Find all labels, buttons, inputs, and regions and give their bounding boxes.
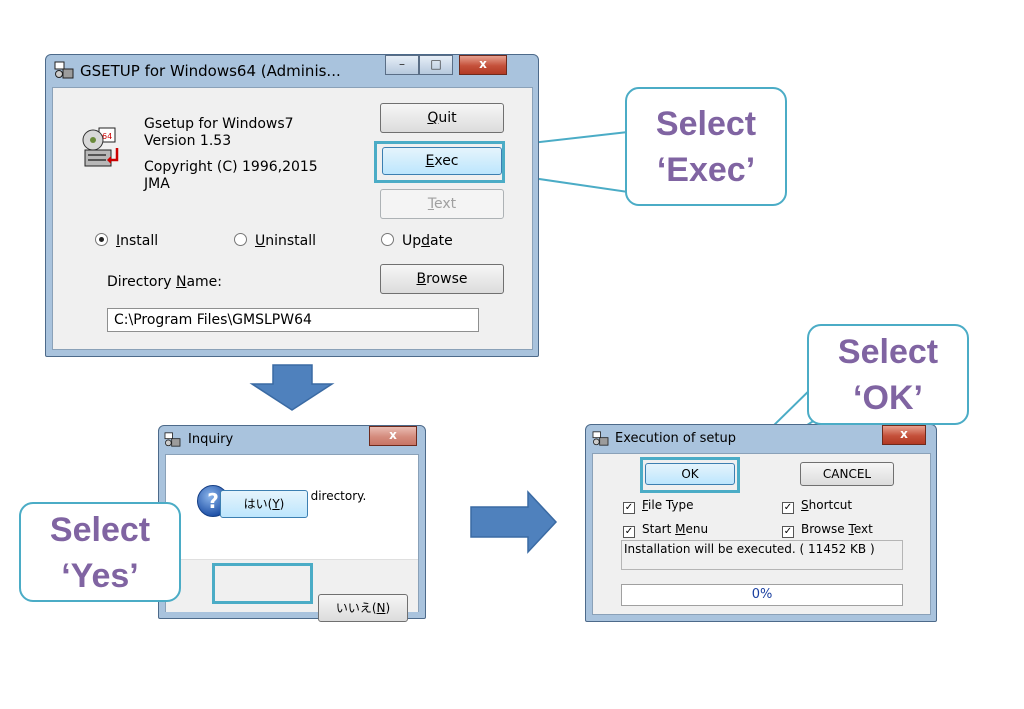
inquiry-titlebar[interactable]: Inquiry x	[159, 426, 425, 456]
text-button[interactable]: Text	[380, 189, 504, 219]
inquiry-dialog: Inquiry x ? not find the directory. make…	[158, 425, 426, 622]
setup-icon: 64	[82, 127, 119, 167]
gsetup-titlebar[interactable]: GSETUP for Windows64 (Adminis... – □ x	[46, 55, 538, 85]
radio-uninstall-indicator[interactable]	[234, 233, 247, 246]
radio-install-indicator[interactable]	[95, 233, 108, 246]
radio-uninstall[interactable]: Uninstall	[234, 233, 316, 249]
directory-label: Directory Name:	[107, 274, 223, 290]
inquiry-app-icon	[164, 432, 181, 447]
app-version: Version 1.53	[144, 133, 232, 149]
copyright-text: Copyright (C) 1996,2015	[144, 159, 318, 175]
minimize-button[interactable]: –	[385, 55, 419, 75]
app-name: Gsetup for Windows7	[144, 116, 294, 132]
yes-highlight	[212, 563, 313, 604]
cancel-button[interactable]: CANCEL	[800, 462, 894, 486]
company-text: JMA	[144, 176, 170, 192]
check-shortcut[interactable]: ✓Shortcut	[782, 498, 853, 514]
gsetup-title: GSETUP for Windows64 (Adminis...	[80, 62, 341, 80]
gsetup-app-icon	[54, 61, 74, 79]
check-file-type-box[interactable]: ✓	[623, 502, 635, 514]
check-start-menu[interactable]: ✓Start Menu	[623, 522, 709, 538]
right-arrow	[470, 490, 558, 554]
quit-button[interactable]: Quit	[380, 103, 504, 133]
exec-button[interactable]: Exec	[382, 147, 502, 175]
yes-callout: Select ‘Yes’	[19, 502, 181, 602]
inquiry-client: ? not find the directory. make it? はい(Y)…	[165, 454, 419, 622]
execution-title: Execution of setup	[615, 431, 736, 446]
browse-button[interactable]: Browse	[380, 264, 504, 294]
check-file-type[interactable]: ✓File Type	[623, 498, 694, 514]
inquiry-close-button[interactable]: x	[369, 426, 417, 446]
yes-button[interactable]: はい(Y)	[220, 490, 308, 518]
gsetup-client: 64 Gsetup for Windows7 Version 1.53 Copy…	[52, 87, 533, 350]
maximize-button[interactable]: □	[419, 55, 453, 75]
close-button[interactable]: x	[459, 55, 507, 75]
check-shortcut-box[interactable]: ✓	[782, 502, 794, 514]
svg-text:?: ?	[207, 489, 219, 513]
check-browse-text[interactable]: ✓Browse Text	[782, 522, 873, 538]
ok-button[interactable]: OK	[645, 463, 735, 485]
check-browse-text-box[interactable]: ✓	[782, 526, 794, 538]
down-arrow	[249, 364, 335, 411]
radio-update[interactable]: Update	[381, 233, 453, 249]
no-button[interactable]: いいえ(N)	[318, 594, 408, 622]
progress-text: 0%	[751, 587, 773, 602]
exec-callout: Select ‘Exec’	[625, 87, 787, 206]
directory-input[interactable]: C:\Program Files\GMSLPW64	[107, 308, 479, 332]
exec-highlight	[374, 141, 505, 183]
execution-dialog: Execution of setup x OK CANCEL ✓File Typ…	[585, 424, 937, 622]
status-box: Installation will be executed. ( 11452 K…	[621, 540, 903, 570]
execution-close-button[interactable]: x	[882, 425, 926, 445]
execution-client: OK CANCEL ✓File Type ✓Shortcut ✓Start Me…	[592, 453, 931, 615]
svg-text:64: 64	[102, 132, 112, 141]
inquiry-title: Inquiry	[188, 432, 234, 447]
check-start-menu-box[interactable]: ✓	[623, 526, 635, 538]
ok-highlight	[640, 457, 740, 493]
radio-install[interactable]: Install	[95, 233, 158, 249]
progress-bar: 0%	[621, 584, 903, 606]
execution-titlebar[interactable]: Execution of setup x	[586, 425, 936, 455]
execution-app-icon	[592, 431, 609, 446]
ok-callout: Select ‘OK’	[807, 324, 969, 425]
gsetup-window: GSETUP for Windows64 (Adminis... – □ x 6…	[45, 54, 539, 357]
radio-update-indicator[interactable]	[381, 233, 394, 246]
